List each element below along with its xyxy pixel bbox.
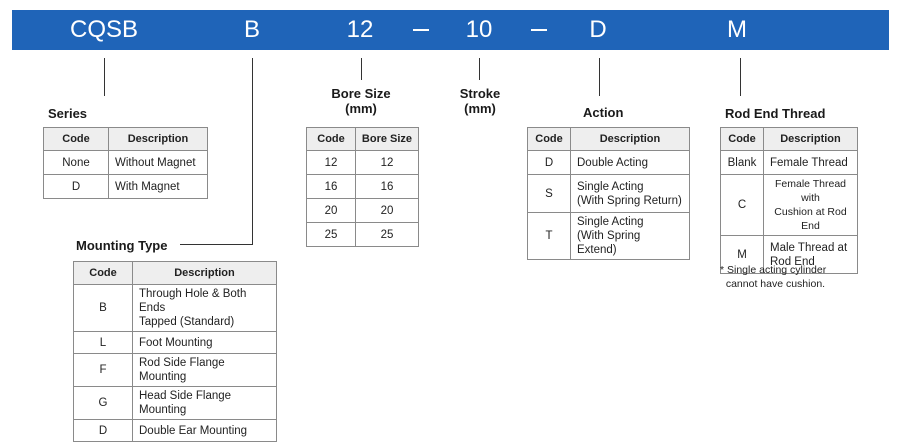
code-dash bbox=[413, 29, 429, 31]
table-row: D Double Ear Mounting bbox=[73, 419, 277, 442]
action-heading: Action bbox=[583, 105, 624, 120]
connector-rod-end bbox=[740, 58, 741, 96]
header-code: Code bbox=[73, 261, 133, 285]
table-row: 20 20 bbox=[306, 198, 419, 223]
table-row: D With Magnet bbox=[43, 174, 208, 199]
rod-end-heading: Rod End Thread bbox=[725, 106, 826, 121]
table-row: S Single Acting(With Spring Return) bbox=[527, 174, 690, 213]
series-heading: Series bbox=[48, 106, 88, 121]
cushion-note: * Single acting cylinder cannot have cus… bbox=[720, 264, 827, 290]
code-bore: 12 bbox=[346, 16, 374, 43]
connector-series bbox=[104, 58, 105, 96]
header-code: Code bbox=[720, 127, 764, 151]
stroke-heading: Stroke (mm) bbox=[459, 86, 501, 116]
code-stroke: 10 bbox=[465, 16, 493, 43]
code-series: CQSB bbox=[69, 16, 139, 43]
header-bore-size: Bore Size bbox=[355, 127, 419, 151]
table-row: T Single Acting(With Spring Extend) bbox=[527, 212, 690, 260]
bore-heading: Bore Size (mm) bbox=[331, 86, 391, 116]
table-row: 12 12 bbox=[306, 150, 419, 175]
connector-mounting bbox=[252, 58, 253, 244]
table-row: None Without Magnet bbox=[43, 150, 208, 175]
header-description: Description bbox=[570, 127, 690, 151]
connector-stroke bbox=[479, 58, 480, 80]
header-code: Code bbox=[306, 127, 356, 151]
mounting-heading: Mounting Type bbox=[76, 238, 168, 253]
mounting-table: Code Description B Through Hole & Both E… bbox=[73, 261, 277, 442]
table-row: 25 25 bbox=[306, 222, 419, 247]
table-row: G Head Side Flange Mounting bbox=[73, 386, 277, 420]
header-description: Description bbox=[108, 127, 208, 151]
action-table: Code Description D Double Acting S Singl… bbox=[527, 127, 690, 260]
connector-action bbox=[599, 58, 600, 96]
code-mounting: B bbox=[243, 16, 261, 43]
series-table: Code Description None Without Magnet D W… bbox=[43, 127, 208, 199]
model-code-banner bbox=[12, 10, 889, 50]
rod-end-table: Code Description Blank Female Thread C F… bbox=[720, 127, 858, 274]
table-row: D Double Acting bbox=[527, 150, 690, 175]
table-row: L Foot Mounting bbox=[73, 331, 277, 354]
code-dash bbox=[531, 29, 547, 31]
code-action: D bbox=[589, 16, 607, 43]
connector-mounting-h bbox=[180, 244, 253, 245]
table-row: Blank Female Thread bbox=[720, 150, 858, 175]
header-code: Code bbox=[43, 127, 109, 151]
connector-bore bbox=[361, 58, 362, 80]
header-description: Description bbox=[763, 127, 858, 151]
table-row: 16 16 bbox=[306, 174, 419, 199]
code-rod-end: M bbox=[727, 16, 747, 43]
bore-table: Code Bore Size 12 12 16 16 20 20 25 25 bbox=[306, 127, 419, 247]
header-code: Code bbox=[527, 127, 571, 151]
header-description: Description bbox=[132, 261, 277, 285]
table-row: F Rod Side Flange Mounting bbox=[73, 353, 277, 387]
